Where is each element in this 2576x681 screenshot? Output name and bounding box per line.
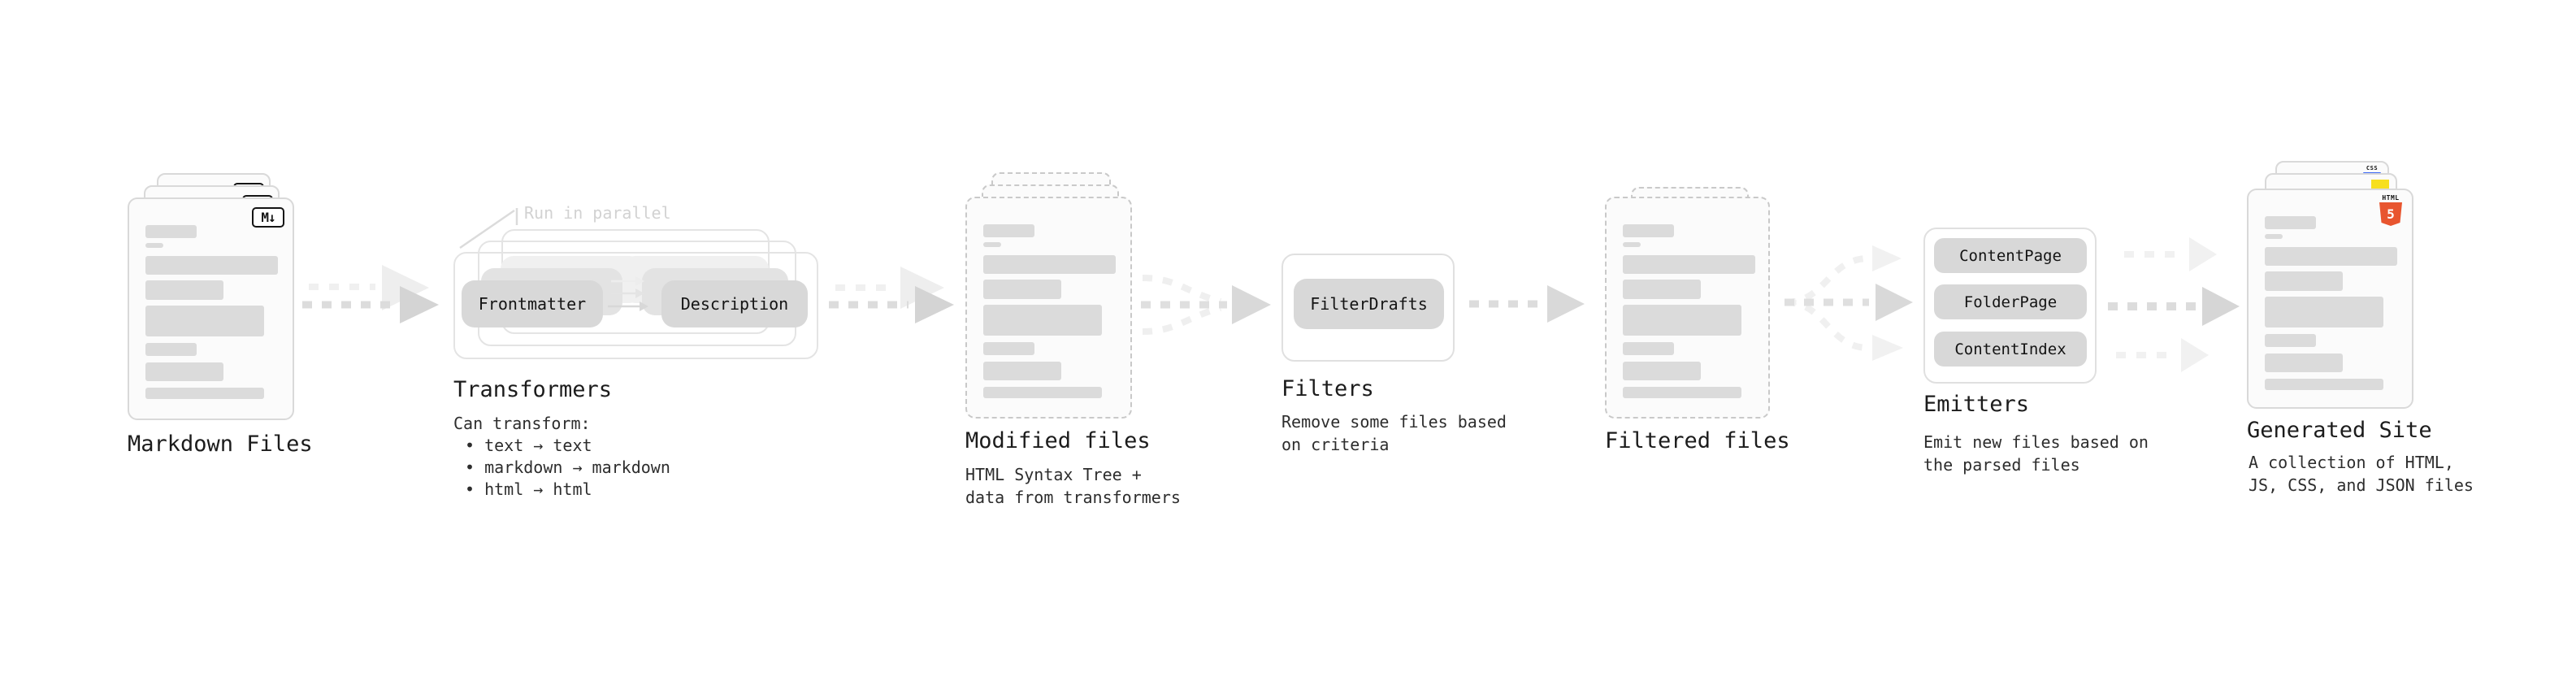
placeholder-bar xyxy=(145,306,264,336)
placeholder-bar xyxy=(1623,242,1641,247)
description-pill: Description xyxy=(661,280,808,327)
placeholder-bar xyxy=(1623,362,1701,380)
emitters-label: Emitters xyxy=(1923,392,2030,417)
placeholder-bar xyxy=(1623,387,1741,398)
placeholder-bar xyxy=(983,280,1061,299)
contentpage-pill: ContentPage xyxy=(1934,238,2087,273)
capability-item: • html → html xyxy=(465,479,592,499)
placeholder-bar xyxy=(983,305,1102,336)
placeholder-bar xyxy=(1623,305,1741,336)
placeholder-bar xyxy=(2265,334,2316,347)
filtered-file-card xyxy=(1605,197,1770,419)
flow-arrow-markdown-to-transformers xyxy=(302,265,439,323)
placeholder-bar xyxy=(1623,224,1674,237)
placeholder-bar xyxy=(983,362,1061,380)
placeholder-bar xyxy=(145,243,163,248)
css-icon-label: CSS xyxy=(2366,165,2379,171)
markdown-file-icon: M↓ xyxy=(252,207,284,228)
placeholder-bar xyxy=(145,343,197,356)
generated-site-label: Generated Site xyxy=(2247,418,2432,443)
placeholder-bar xyxy=(1623,280,1701,299)
placeholder-bar xyxy=(145,225,197,238)
run-in-parallel-note: Run in parallel xyxy=(524,203,671,223)
placeholder-bar xyxy=(2265,234,2283,239)
transformers-description: Can transform: • text → text • markdown … xyxy=(453,413,670,501)
placeholder-bar xyxy=(145,362,223,381)
placeholder-bar xyxy=(1623,342,1674,355)
html5-icon-label: HTML xyxy=(2382,194,2400,202)
generated-site-description: A collection of HTML, JS, CSS, and JSON … xyxy=(2249,453,2474,495)
placeholder-bar xyxy=(1623,255,1755,274)
placeholder-bar xyxy=(2265,379,2383,390)
html5-shield: 5 xyxy=(2379,202,2402,226)
placeholder-bar xyxy=(2265,216,2316,229)
placeholder-bar xyxy=(983,342,1034,355)
placeholder-bar xyxy=(2265,297,2383,327)
transformers-label: Transformers xyxy=(453,377,613,402)
placeholder-bar xyxy=(145,280,223,300)
transformer-layer-front xyxy=(453,252,818,359)
filtered-files-label: Filtered files xyxy=(1605,428,1790,453)
capability-item: • text → text xyxy=(465,436,592,455)
generated-html-file-card: HTML 5 xyxy=(2247,189,2413,409)
flow-arrow-emitters-to-generated xyxy=(2108,237,2240,372)
placeholder-bar xyxy=(2265,271,2343,291)
frontmatter-pill: Frontmatter xyxy=(462,280,603,327)
modified-files-description: HTML Syntax Tree + data from transformer… xyxy=(965,465,1181,507)
placeholder-bar xyxy=(2265,354,2343,372)
html5-number: 5 xyxy=(2387,206,2395,222)
emitters-description: Emit new files based on the parsed files xyxy=(1923,432,2149,475)
modified-files-label: Modified files xyxy=(965,428,1151,453)
flow-arrow-transformers-to-modified xyxy=(829,267,954,323)
filterdrafts-pill: FilterDrafts xyxy=(1294,279,1444,329)
markdown-files-label: Markdown Files xyxy=(128,432,313,457)
placeholder-bar xyxy=(983,387,1102,398)
placeholder-bar xyxy=(983,255,1116,274)
placeholder-bar xyxy=(983,224,1034,237)
flow-arrow-filters-to-filtered xyxy=(1469,285,1585,323)
capabilities-title: Can transform: xyxy=(453,414,591,433)
placeholder-bar xyxy=(2265,247,2397,266)
html5-icon: HTML 5 xyxy=(2379,194,2403,226)
placeholder-bar xyxy=(145,256,278,275)
contentindex-pill: ContentIndex xyxy=(1934,332,2087,367)
markdown-file-card: M↓ xyxy=(128,197,294,420)
flow-arrow-modified-to-filters-converge xyxy=(1141,275,1271,335)
folderpage-pill: FolderPage xyxy=(1934,284,2087,319)
placeholder-bar xyxy=(983,242,1001,247)
filters-description: Remove some files based on criteria xyxy=(1281,412,1507,454)
filters-label: Filters xyxy=(1281,376,1374,401)
placeholder-bar xyxy=(145,388,264,399)
js-icon xyxy=(2371,180,2389,190)
flow-arrow-filtered-to-emitters-diverge xyxy=(1785,245,1913,361)
capability-item: • markdown → markdown xyxy=(465,458,670,477)
modified-file-card xyxy=(965,197,1132,419)
